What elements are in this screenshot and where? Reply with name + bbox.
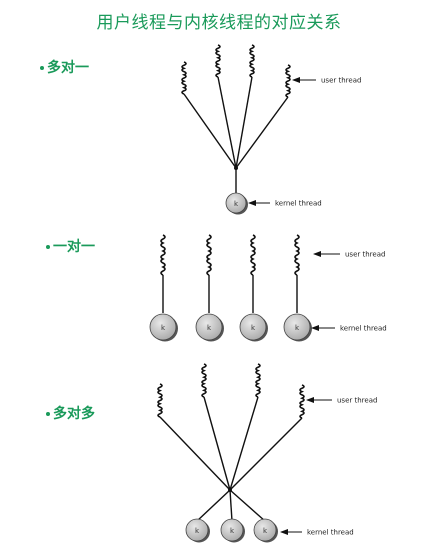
user-thread-squiggle (201, 363, 207, 398)
kernel-thread-node: k (195, 313, 224, 342)
user-thread-label: user thread (337, 397, 377, 405)
one-to-one-diagram: k k k k user thread kernel thread (149, 234, 387, 342)
mapping-line (229, 417, 303, 491)
kernel-thread-label: kernel thread (340, 325, 387, 333)
user-thread-squiggle (206, 234, 212, 276)
user-thread-squiggle (299, 384, 305, 419)
kernel-thread-node: k (185, 518, 210, 543)
mapping-line (229, 489, 233, 522)
user-thread-squiggle (215, 44, 221, 78)
heading-many-to-many: 多对多 (46, 403, 95, 423)
kernel-glyph: k (207, 324, 212, 332)
kernel-glyph: k (161, 324, 166, 332)
kernel-thread-node: k (283, 313, 312, 342)
kernel-thread-label: kernel thread (307, 529, 354, 537)
many-to-one-diagram: k user thread kernel thread (181, 44, 361, 215)
mapping-line (235, 76, 253, 169)
many-to-many-diagram: k k k user thread kernel thread (157, 363, 377, 543)
heading-text: 一对一 (53, 239, 95, 255)
kernel-thread-node: k (253, 518, 278, 543)
kernel-thread-node: k (225, 192, 248, 215)
user-thread-label: user thread (345, 251, 385, 259)
mapping-line (203, 396, 231, 491)
kernel-glyph: k (195, 527, 200, 535)
bullet-icon (46, 412, 50, 416)
kernel-glyph: k (234, 200, 239, 208)
heading-text: 多对多 (53, 406, 95, 422)
mapping-line (196, 489, 231, 522)
mapping-line (229, 489, 266, 522)
kernel-glyph: k (263, 527, 268, 535)
kernel-glyph: k (230, 527, 235, 535)
user-thread-squiggle (285, 64, 291, 98)
kernel-thread-label: kernel thread (275, 200, 322, 208)
user-thread-squiggle (249, 44, 255, 78)
mapping-line (159, 416, 231, 491)
heading-many-to-one: 多对一 (40, 57, 89, 77)
kernel-thread-node: k (220, 518, 245, 543)
kernel-thread-node: k (239, 313, 268, 342)
kernel-glyph: k (251, 324, 256, 332)
user-thread-squiggle (250, 234, 256, 276)
user-thread-squiggle (157, 383, 163, 418)
bullet-icon (40, 66, 44, 70)
heading-text: 多对一 (47, 60, 89, 76)
mapping-line (217, 76, 237, 169)
user-thread-squiggle (255, 363, 261, 398)
user-thread-squiggle (181, 61, 187, 95)
page-title: 用户线程与内核线程的对应关系 (96, 13, 342, 33)
heading-one-to-one: 一对一 (46, 236, 95, 256)
kernel-thread-node: k (149, 313, 178, 342)
kernel-glyph: k (295, 324, 300, 332)
mapping-line (183, 93, 237, 169)
user-thread-label: user thread (321, 77, 361, 85)
user-thread-squiggle (294, 234, 300, 276)
user-thread-squiggle (160, 234, 166, 276)
bullet-icon (46, 245, 50, 249)
mapping-line (235, 96, 289, 169)
mapping-line (229, 396, 259, 491)
